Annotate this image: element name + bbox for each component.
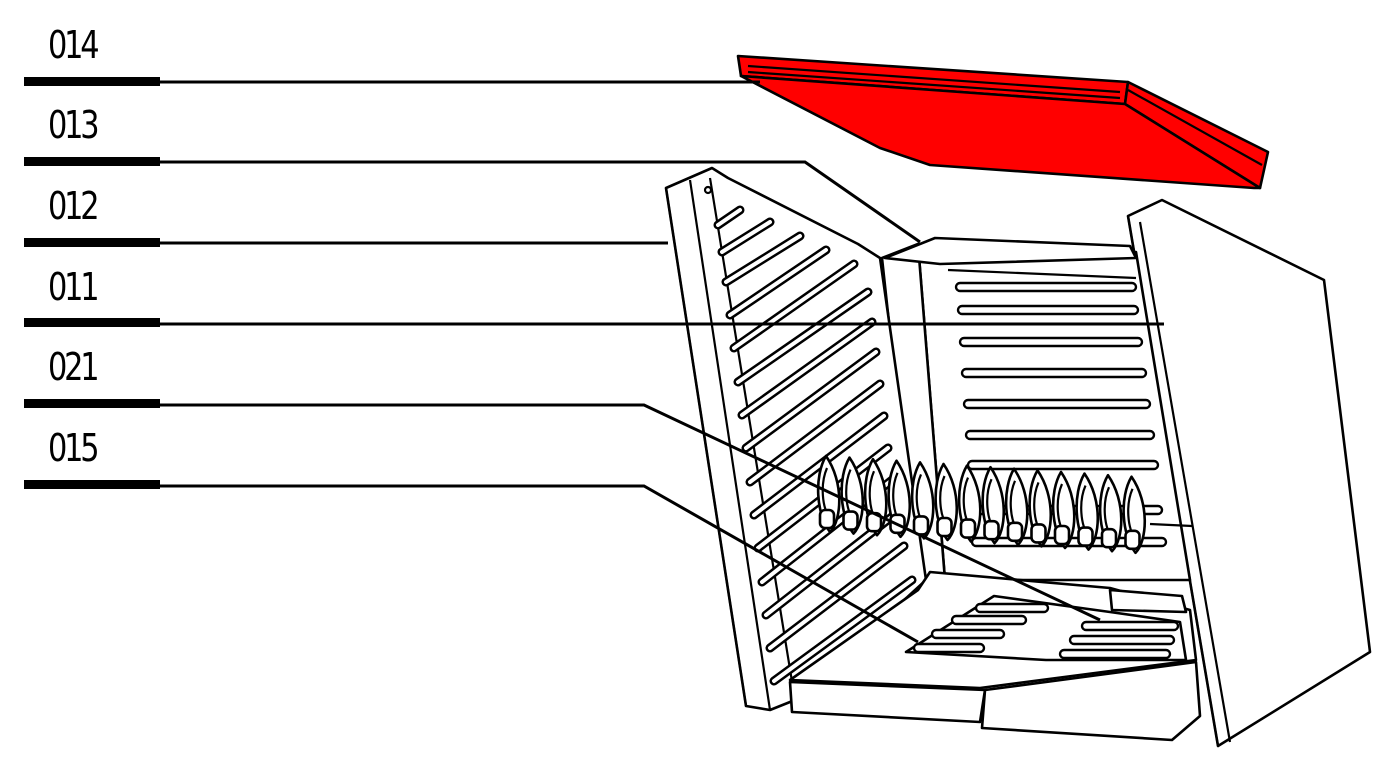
leader-line-015	[160, 484, 919, 644]
leader-line-021	[160, 403, 1101, 622]
part-014-top-baffle	[736, 54, 1270, 190]
coil-loop-clip	[818, 508, 836, 530]
part-label-bar-014	[24, 77, 160, 86]
part-021-fire-bar-coil	[816, 454, 1147, 555]
coil-loop-clip	[1006, 521, 1024, 543]
part-label-bar-015	[24, 480, 160, 489]
part-015-bottom-grate	[904, 594, 1188, 662]
coil-loop-clip	[1077, 526, 1094, 547]
leader-line-013	[160, 160, 921, 244]
coil-loop-clip	[936, 516, 953, 538]
coil-loop-clip	[1100, 527, 1118, 549]
coil-loop-clip	[959, 518, 977, 539]
leader-lines	[160, 80, 1193, 644]
coil-loop-clip	[1124, 529, 1141, 551]
part-label-021: 021	[48, 345, 100, 389]
part-013-back-top-piece	[883, 236, 1138, 266]
coil-loop-clip	[983, 519, 1000, 541]
part-label-bar-021	[24, 399, 160, 408]
part-label-bar-011	[24, 318, 160, 327]
part-label-013: 013	[48, 103, 100, 147]
part-label-bar-013	[24, 157, 160, 166]
part-label-014: 014	[48, 23, 100, 67]
leader-line-011-extension	[1149, 522, 1193, 528]
coil-loop-clip	[842, 510, 859, 531]
part-label-015: 015	[48, 426, 100, 470]
part-label-012: 012	[48, 184, 100, 228]
part-label-011: 011	[48, 265, 100, 309]
part-label-bar-012	[24, 238, 160, 247]
coil-loop-clip	[1053, 524, 1071, 546]
coil-loop-clip	[1030, 523, 1047, 544]
